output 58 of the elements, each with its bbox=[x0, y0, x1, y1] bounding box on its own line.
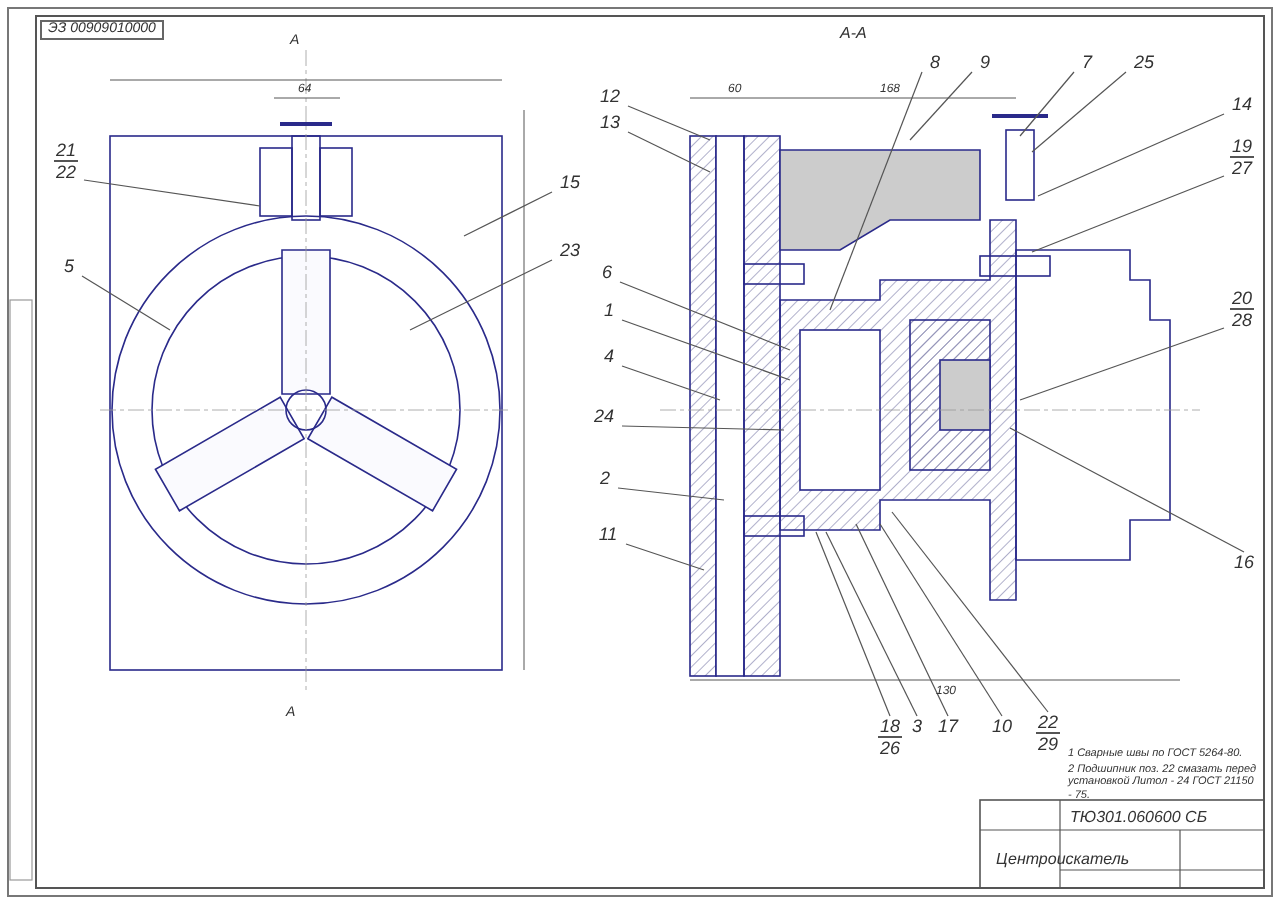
drawing-label: A-A bbox=[840, 24, 867, 43]
callout-number: 7 bbox=[1079, 52, 1094, 72]
leader-line bbox=[627, 131, 711, 173]
callout-number: 14 bbox=[1229, 94, 1254, 114]
leader-line bbox=[825, 531, 918, 717]
drawing-label: ТЮ301.060600 СБ bbox=[1070, 808, 1208, 827]
leader-line bbox=[463, 191, 553, 237]
callout-number: 26 bbox=[877, 738, 902, 758]
callout-number: 17 bbox=[935, 716, 960, 736]
callout-number: 22 bbox=[1035, 712, 1060, 734]
callout-number: 21 bbox=[53, 140, 78, 162]
leader-line bbox=[621, 319, 791, 381]
callout-number: 19 bbox=[1229, 136, 1254, 158]
callout-number: 12 bbox=[597, 86, 622, 106]
callout-number: 8 bbox=[927, 52, 942, 72]
callout-number: 13 bbox=[597, 112, 622, 132]
callout-number: 1 bbox=[601, 300, 616, 320]
callout-number: 25 bbox=[1131, 52, 1156, 72]
callout-number: 5 bbox=[61, 256, 76, 276]
callout-number: 28 bbox=[1229, 310, 1254, 330]
leader-line bbox=[1019, 327, 1225, 401]
leader-line bbox=[855, 523, 949, 717]
callout-number: 16 bbox=[1231, 552, 1256, 572]
callout-number: 18 bbox=[877, 716, 902, 738]
callout-number: 11 bbox=[596, 524, 620, 544]
leader-line bbox=[619, 281, 791, 351]
callout-number: 24 bbox=[591, 406, 616, 426]
callout-number: 3 bbox=[909, 716, 924, 736]
leader-line bbox=[1031, 175, 1225, 253]
leader-line bbox=[1031, 71, 1127, 153]
leader-line bbox=[81, 275, 171, 331]
leader-line bbox=[83, 179, 261, 207]
callout-number: 23 bbox=[557, 240, 582, 260]
callout-number: 4 bbox=[601, 346, 616, 366]
leader-line bbox=[815, 531, 891, 717]
leader-line bbox=[1037, 113, 1225, 197]
leader-line bbox=[409, 259, 553, 331]
callout-number: 9 bbox=[977, 52, 992, 72]
leader-line bbox=[625, 543, 705, 571]
leader-line bbox=[621, 365, 721, 401]
callout-number: 10 bbox=[989, 716, 1014, 736]
leader-line bbox=[621, 425, 785, 431]
leader-line bbox=[829, 71, 923, 311]
leader-line bbox=[1009, 427, 1245, 553]
callout-number: 6 bbox=[599, 262, 614, 282]
drawing-label: Центроискатель bbox=[996, 850, 1130, 869]
callout-number: 29 bbox=[1035, 734, 1060, 754]
callout-number: 15 bbox=[557, 172, 582, 192]
callout-number: 20 bbox=[1229, 288, 1254, 310]
callout-number: 2 bbox=[597, 468, 612, 488]
leader-line bbox=[1019, 71, 1075, 137]
leader-line bbox=[909, 71, 973, 141]
leader-line bbox=[627, 105, 711, 141]
callout-number: 27 bbox=[1229, 158, 1254, 178]
leader-line bbox=[617, 487, 725, 501]
leader-line bbox=[879, 523, 1003, 717]
callout-number: 22 bbox=[53, 162, 78, 182]
leader-line bbox=[891, 511, 1049, 713]
